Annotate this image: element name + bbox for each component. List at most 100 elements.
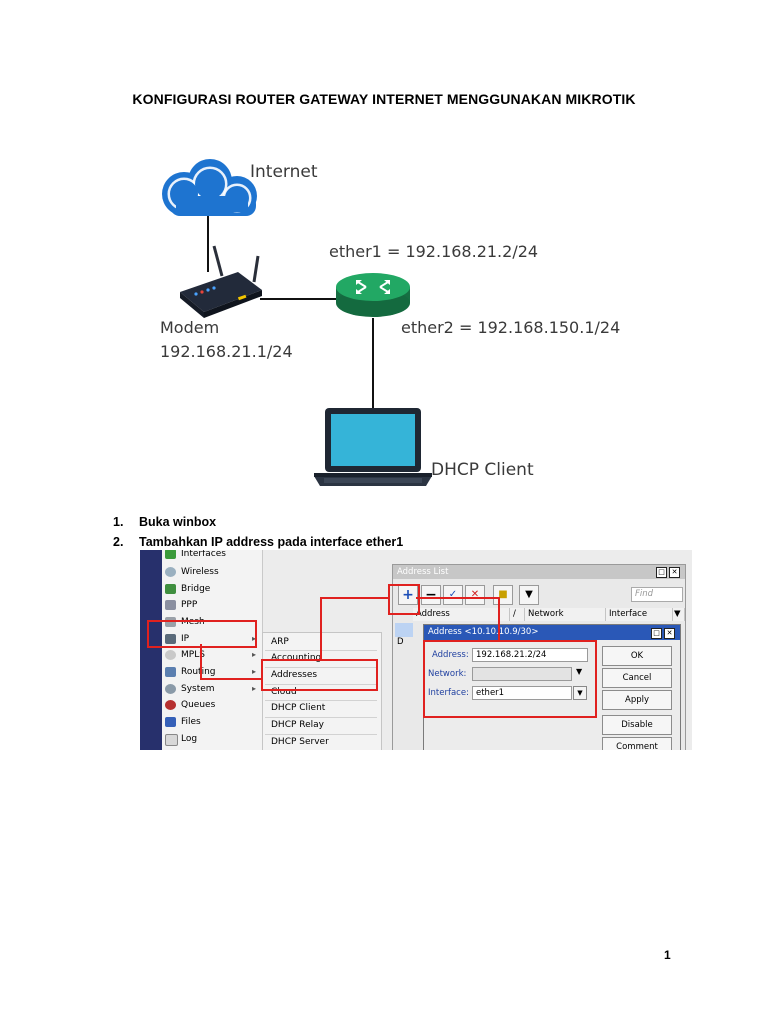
menu-item-system[interactable]: System ▸ bbox=[162, 681, 262, 697]
system-icon bbox=[165, 684, 176, 694]
menu-item-ppp[interactable]: PPP bbox=[162, 597, 262, 613]
table-row-selection bbox=[395, 623, 413, 637]
router-icon bbox=[336, 273, 410, 317]
ip-submenu: ARP Accounting Addresses Cloud DHCP Clie… bbox=[262, 632, 382, 750]
interfaces-icon bbox=[165, 550, 176, 559]
dropdown-arrow-icon[interactable]: ▼ bbox=[576, 667, 583, 676]
submenu-item-accounting[interactable]: Accounting bbox=[271, 653, 322, 663]
disable-button[interactable]: Disable bbox=[602, 715, 672, 735]
menu-item-log[interactable]: Log bbox=[162, 731, 262, 747]
column-header[interactable]: Interface bbox=[606, 608, 673, 621]
submenu-arrow-icon: ▸ bbox=[251, 684, 256, 693]
ok-button[interactable]: OK bbox=[602, 646, 672, 666]
network-label: Network: bbox=[428, 669, 467, 679]
menu-item-mesh[interactable]: Mesh bbox=[162, 614, 262, 630]
highlight-ip-menu bbox=[147, 620, 257, 648]
step-item: 1. Buka winbox bbox=[113, 512, 403, 532]
comment-icon[interactable]: ■ bbox=[493, 585, 513, 605]
column-menu-icon[interactable]: ▼ bbox=[673, 608, 685, 621]
apply-button[interactable]: Apply bbox=[602, 690, 672, 710]
close-icon[interactable]: ✕ bbox=[664, 628, 675, 639]
menu-item-wireless[interactable]: Wireless bbox=[162, 564, 262, 580]
cloud-icon bbox=[162, 159, 257, 216]
wireless-icon bbox=[165, 567, 176, 577]
bridge-icon bbox=[165, 584, 176, 594]
submenu-item-addresses[interactable]: Addresses bbox=[271, 670, 318, 680]
submenu-divider bbox=[265, 717, 377, 718]
column-header[interactable]: Address bbox=[413, 608, 510, 621]
submenu-divider bbox=[265, 700, 377, 701]
filter-icon[interactable]: ▼ bbox=[519, 585, 539, 605]
log-icon bbox=[165, 734, 178, 746]
internet-label: Internet bbox=[250, 162, 318, 182]
menu-item-queues[interactable]: Queues bbox=[162, 697, 262, 713]
submenu-item-dhcp-relay[interactable]: DHCP Relay bbox=[271, 720, 324, 730]
address-field[interactable]: 192.168.21.2/24 bbox=[472, 648, 588, 662]
highlight-address-fields bbox=[423, 640, 597, 718]
submenu-item-dhcp-server[interactable]: DHCP Server bbox=[271, 737, 329, 747]
laptop-icon bbox=[314, 408, 432, 486]
files-icon bbox=[165, 717, 176, 727]
connector-line bbox=[200, 678, 262, 680]
dropdown-arrow-icon[interactable]: ▼ bbox=[573, 686, 587, 700]
find-input[interactable]: Find bbox=[631, 587, 683, 602]
steps-list: 1. Buka winbox 2. Tambahkan IP address p… bbox=[113, 512, 403, 552]
interface-select[interactable]: ether1 bbox=[472, 686, 572, 700]
menu-item-bridge[interactable]: Bridge bbox=[162, 581, 262, 597]
modem-ip-label: 192.168.21.1/24 bbox=[160, 342, 293, 361]
ip-icon bbox=[165, 634, 176, 644]
menu-item-routing[interactable]: Routing ▸ bbox=[162, 664, 262, 680]
step-number: 2. bbox=[113, 535, 124, 549]
remove-icon[interactable]: − bbox=[421, 585, 441, 605]
step-text: Buka winbox bbox=[139, 515, 217, 529]
modem-icon bbox=[180, 245, 262, 318]
ppp-icon bbox=[165, 600, 176, 610]
enable-icon[interactable]: ✓ bbox=[443, 585, 463, 605]
submenu-item-cloud[interactable]: Cloud bbox=[271, 687, 297, 697]
step-number: 1. bbox=[113, 515, 124, 529]
connector-line bbox=[498, 597, 500, 641]
menu-item-ip[interactable]: IP ▸ bbox=[162, 631, 262, 647]
winbox-screenshot: Interfaces Wireless Bridge PPP Mesh IP ▸… bbox=[140, 550, 692, 750]
cancel-button[interactable]: Cancel bbox=[602, 668, 672, 688]
row-flag: D bbox=[397, 637, 404, 647]
interface-label: Interface: bbox=[428, 688, 469, 698]
submenu-item-arp[interactable]: ARP bbox=[271, 637, 289, 647]
disable-icon[interactable]: ✕ bbox=[465, 585, 485, 605]
address-dialog: Address <10.10.10.9/30> □ ✕ Address: 192… bbox=[423, 624, 681, 750]
submenu-divider bbox=[265, 684, 377, 685]
restore-icon[interactable]: □ bbox=[656, 567, 667, 578]
submenu-item-dhcp-client[interactable]: DHCP Client bbox=[271, 703, 326, 713]
menu-item-mpls[interactable]: MPLS ▸ bbox=[162, 647, 262, 663]
column-header[interactable]: Network bbox=[525, 608, 606, 621]
winbox-main-menu: Interfaces Wireless Bridge PPP Mesh IP ▸… bbox=[162, 550, 263, 750]
dhcp-client-label: DHCP Client bbox=[431, 460, 534, 480]
mesh-icon bbox=[165, 617, 176, 627]
connector-line bbox=[320, 597, 322, 661]
column-header[interactable]: / bbox=[510, 608, 525, 621]
page-number: 1 bbox=[664, 948, 671, 962]
menu-item-files[interactable]: Files bbox=[162, 714, 262, 730]
step-text: Tambahkan IP address pada interface ethe… bbox=[139, 535, 404, 549]
document-title: KONFIGURASI ROUTER GATEWAY INTERNET MENG… bbox=[132, 91, 636, 107]
queues-icon bbox=[165, 700, 176, 710]
highlight-addresses bbox=[261, 659, 378, 691]
ether2-label: ether2 = 192.168.150.1/24 bbox=[401, 318, 621, 337]
address-label: Address: bbox=[432, 650, 469, 660]
submenu-divider bbox=[265, 667, 377, 668]
address-dialog-title: Address <10.10.10.9/30> bbox=[424, 625, 680, 640]
network-field[interactable] bbox=[472, 667, 572, 681]
highlight-add-button bbox=[388, 584, 420, 615]
modem-label: Modem bbox=[160, 318, 220, 337]
winbox-sidebar-strip bbox=[140, 550, 162, 750]
network-diagram: Internet ether1 = 192.168.21.2/24 ether2… bbox=[0, 0, 768, 500]
submenu-divider bbox=[265, 734, 377, 735]
connector-line bbox=[200, 644, 202, 680]
step-item: 2. Tambahkan IP address pada interface e… bbox=[113, 532, 403, 552]
connector-line bbox=[416, 597, 500, 599]
menu-item-interfaces[interactable]: Interfaces bbox=[162, 550, 262, 562]
mpls-icon bbox=[165, 650, 176, 660]
close-icon[interactable]: ✕ bbox=[669, 567, 680, 578]
comment-button[interactable]: Comment bbox=[602, 737, 672, 750]
restore-icon[interactable]: □ bbox=[651, 628, 662, 639]
